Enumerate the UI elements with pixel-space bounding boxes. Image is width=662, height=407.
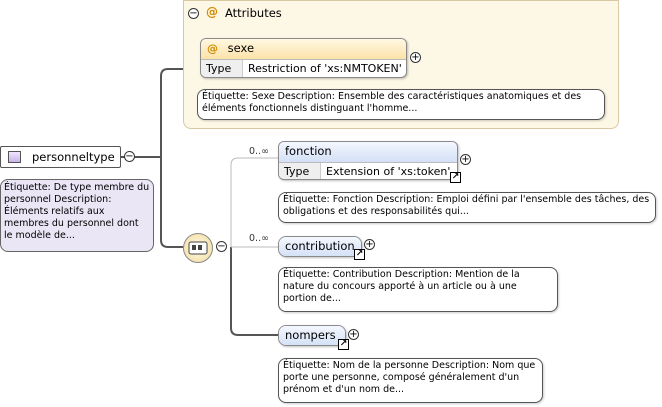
sequence-icon xyxy=(188,241,208,255)
reference-arrow-icon[interactable]: ↗ xyxy=(338,339,349,350)
element-name: contribution xyxy=(279,237,361,256)
reference-arrow-icon[interactable]: ↗ xyxy=(354,249,365,260)
element-type-icon xyxy=(8,151,21,163)
element-nompers[interactable]: nompers xyxy=(278,325,346,346)
reference-arrow-icon[interactable]: ↗ xyxy=(450,172,461,183)
element-nompers-description: Étiquette: Nom de la personne Descriptio… xyxy=(278,358,543,403)
element-nompers-expand-icon[interactable]: + xyxy=(348,329,359,340)
root-element-personneltype[interactable]: personneltype xyxy=(0,146,121,168)
root-to-attributes-line xyxy=(121,68,183,158)
attribute-name: sexe xyxy=(227,41,255,55)
element-contribution[interactable]: contribution xyxy=(278,236,362,257)
cardinality-fonction: 0..∞ xyxy=(249,146,269,157)
type-value: Restriction of 'xs:NMTOKEN' xyxy=(248,62,402,75)
root-to-sequence-line xyxy=(160,157,183,248)
type-label: Type xyxy=(201,60,243,77)
sequence-collapse-icon[interactable]: − xyxy=(216,241,227,252)
sequence-to-nompers-line xyxy=(230,247,278,336)
type-value: Extension of 'xs:token' xyxy=(326,165,451,178)
type-label: Type xyxy=(279,163,321,179)
element-contribution-description: Étiquette: Contribution Description: Men… xyxy=(278,267,558,312)
attribute-marker-icon: @ xyxy=(206,5,218,19)
root-collapse-icon[interactable]: − xyxy=(124,151,135,162)
element-contribution-expand-icon[interactable]: + xyxy=(364,239,375,250)
element-fonction-description: Étiquette: Fonction Description: Emploi … xyxy=(278,192,656,223)
attribute-sexe-expand-icon[interactable]: + xyxy=(410,52,421,63)
sequence-compositor-icon[interactable] xyxy=(183,233,213,263)
root-description: Étiquette: De type membre du personnel D… xyxy=(0,179,154,252)
cardinality-contribution: 0..∞ xyxy=(249,233,269,244)
attribute-sexe-description: Étiquette: Sexe Description: Ensemble de… xyxy=(197,89,605,120)
element-name: fonction xyxy=(279,142,457,162)
attribute-marker-icon: @ xyxy=(207,42,218,55)
element-name: nompers xyxy=(279,326,345,345)
attributes-title: Attributes xyxy=(225,6,282,20)
sequence-to-fonction-line xyxy=(230,157,278,247)
attributes-collapse-icon[interactable]: − xyxy=(188,8,199,19)
attribute-sexe[interactable]: @ sexe Type Restriction of 'xs:NMTOKEN' xyxy=(200,38,407,78)
element-fonction-expand-icon[interactable]: + xyxy=(460,154,471,165)
element-fonction[interactable]: fonction Type Extension of 'xs:token' xyxy=(278,141,458,180)
